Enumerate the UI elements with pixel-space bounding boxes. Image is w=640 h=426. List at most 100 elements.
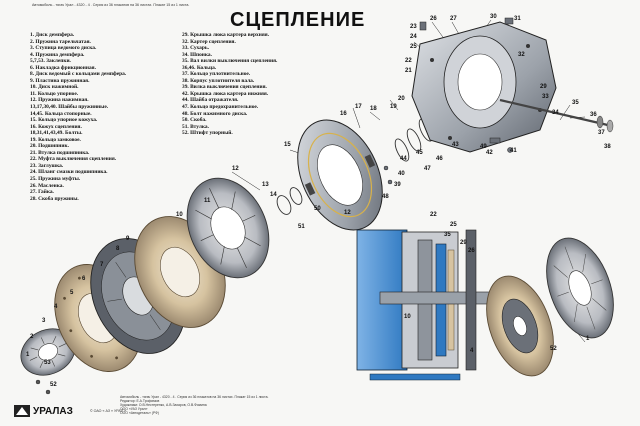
pressure-disc bbox=[186, 177, 270, 279]
footer-note: ООО «УАЗ Урал» bbox=[120, 407, 148, 412]
callout-label: 46 bbox=[436, 156, 443, 162]
legend-item: 27. Гайка. bbox=[30, 189, 54, 196]
legend-item: 52. Штифт упорный. bbox=[182, 130, 233, 137]
callout-label: 9 bbox=[126, 236, 130, 242]
callout-label: 14 bbox=[270, 192, 277, 198]
callout-label: 53 bbox=[44, 360, 51, 366]
legend-item: 29. Крышка люка картера верхняя. bbox=[182, 32, 270, 38]
callout-label: 10 bbox=[404, 314, 411, 320]
callout-label: 37 bbox=[598, 130, 605, 136]
callout-label: 17 bbox=[355, 104, 362, 110]
callout-label: 29 bbox=[460, 240, 467, 246]
legend-item: 44. Шайба отражателя. bbox=[182, 97, 239, 104]
callout-label: 32 bbox=[518, 52, 525, 58]
legend-item: 19. Кольцо замковое. bbox=[30, 136, 81, 143]
callout-label: 13 bbox=[262, 182, 269, 188]
legend-item: 50. Скоба. bbox=[182, 117, 207, 124]
callout-label: 25 bbox=[410, 44, 417, 50]
legend-item: 3. Ступица ведомого диска. bbox=[30, 45, 97, 52]
callout-label: 19 bbox=[390, 104, 397, 110]
callout-label: 52 bbox=[50, 382, 57, 388]
callout-label: 12 bbox=[232, 166, 239, 172]
legend-item: 26. Масленка. bbox=[30, 182, 64, 189]
callout-label: 45 bbox=[416, 150, 423, 156]
callout-label: 26 bbox=[430, 16, 437, 22]
callout-label: 25 bbox=[450, 222, 457, 228]
callout-label: 26 bbox=[468, 248, 475, 254]
footer-notes: Автомобиль - тягач Урал - 4320 - 4 . Сер… bbox=[120, 395, 268, 415]
brand-logo: УРАЛАЗ bbox=[14, 405, 73, 417]
callout-label: 6 bbox=[82, 276, 86, 282]
damper-disc bbox=[20, 328, 76, 376]
callout-label: 12 bbox=[344, 210, 351, 216]
callout-label: 8 bbox=[116, 246, 120, 252]
callout-label: 18 bbox=[370, 106, 377, 112]
callout-label: 23 bbox=[410, 24, 417, 30]
callout-label: 20 bbox=[398, 96, 405, 102]
callout-label: 34 bbox=[552, 110, 559, 116]
callout-label: 31 bbox=[514, 16, 521, 22]
legend-item: 51. Втулка. bbox=[182, 123, 209, 130]
callout-label: 29 bbox=[540, 84, 547, 90]
callout-label: 2 bbox=[30, 334, 34, 340]
callout-label: 1 bbox=[26, 352, 30, 358]
callout-label: 33 bbox=[542, 94, 549, 100]
legend-item: 34. Шпонка. bbox=[182, 51, 212, 58]
callout-label: 7 bbox=[100, 262, 104, 268]
callout-label: 1 bbox=[586, 336, 590, 342]
footer-note: Редактор: Е.А.Трофимов bbox=[120, 399, 160, 404]
legend-item: 11. Кольцо упорное. bbox=[30, 90, 79, 97]
callout-label: 21 bbox=[405, 68, 412, 74]
callout-label: 11 bbox=[204, 198, 211, 204]
legend-item: 35. Вал вилки выключения сцепления. bbox=[182, 58, 278, 65]
legend-item: 25. Пружина муфты. bbox=[30, 176, 81, 183]
legend-item: 38. Корпус уплотнителя вала. bbox=[182, 77, 255, 84]
legend-item: 23. Заглушка. bbox=[30, 162, 64, 169]
screws bbox=[35, 379, 51, 395]
legend-left: 1. Диск демпфера.2. Пружина тарельчатая.… bbox=[30, 32, 126, 202]
imprint: © ОАО « АЗ « УРАЛ » bbox=[90, 409, 127, 413]
top-note: Автомобиль - тягач Урал - 4320 - 4 . Сер… bbox=[32, 3, 190, 7]
legend-right: 29. Крышка люка картера верхняя.32. Карт… bbox=[182, 32, 277, 137]
logo-mark-icon bbox=[14, 405, 30, 417]
footer-note: ООО «Автодеталь» (РФ) bbox=[120, 411, 159, 416]
legend-item: 1. Диск демпфера. bbox=[30, 32, 75, 38]
legend-item: 20. Подшипник. bbox=[30, 143, 69, 150]
legend-item: 13,17,30,40. Шайбы пружинные. bbox=[30, 104, 109, 111]
callout-label: 30 bbox=[490, 14, 497, 20]
legend-item: 6. Накладка фрикционная. bbox=[30, 64, 96, 71]
callout-label: 16 bbox=[340, 111, 347, 117]
callout-label: 22 bbox=[430, 212, 437, 218]
footer-note: Автомобиль - тягач Урал - 4320 - 4 . Сер… bbox=[120, 395, 269, 399]
legend-item: 16. Кожух сцепления. bbox=[30, 123, 82, 130]
callout-label: 47 bbox=[424, 166, 431, 172]
callout-label: 38 bbox=[604, 144, 611, 150]
legend-item: 39. Вилка выключения сцепления. bbox=[182, 84, 267, 91]
legend-item: 14,45. Кольца стопорные. bbox=[30, 110, 92, 117]
legend-item: 32. Картер сцепления. bbox=[182, 38, 236, 45]
legend-item: 33. Сухарь. bbox=[182, 45, 210, 52]
right-damper-disc bbox=[546, 237, 614, 339]
clutch-cover bbox=[297, 119, 383, 231]
callout-label: 35 bbox=[572, 100, 579, 106]
legend-item: 24. Шланг смазки подшипника. bbox=[30, 169, 108, 176]
legend-item: 12. Пружина нажимная. bbox=[30, 97, 89, 104]
legend-item: 22. Муфта выключения сцепления. bbox=[30, 156, 117, 163]
legend-item: 48. Болт нажимного диска. bbox=[182, 110, 248, 117]
legend-item: 28. Скоба пружины. bbox=[30, 195, 79, 202]
callout-label: 52 bbox=[550, 346, 557, 352]
legend-item: 2. Пружина тарельчатая. bbox=[30, 38, 91, 45]
callout-label: 51 bbox=[298, 224, 305, 230]
legend-item: 15. Кольцо упорное кожуха. bbox=[30, 117, 98, 124]
callout-label: 10 bbox=[176, 212, 183, 218]
small-parts bbox=[383, 17, 514, 185]
callout-label: 4 bbox=[470, 348, 474, 354]
callout-label: 44 bbox=[400, 156, 407, 162]
callout-label: 41 bbox=[510, 148, 517, 154]
callout-label: 22 bbox=[405, 58, 412, 64]
callout-label: 24 bbox=[410, 34, 417, 40]
callout-label: 35 bbox=[444, 232, 451, 238]
